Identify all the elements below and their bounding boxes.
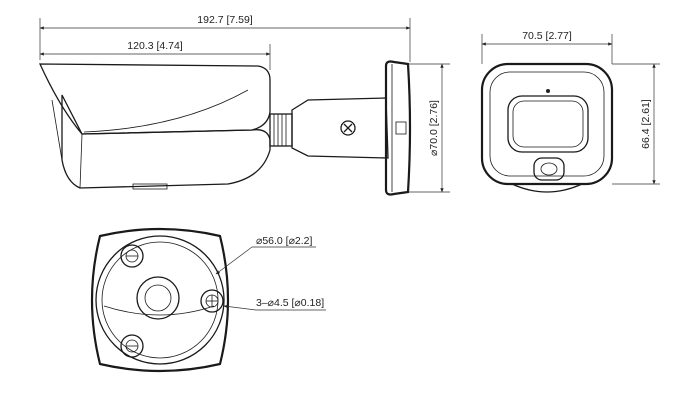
front-view: 70.5 [2.77] 66.4 [2.61] (480, 30, 660, 193)
screw-holes-label: 3–⌀4.5 [⌀0.18] (256, 297, 324, 309)
housing-length-label: 120.3 [4.74] (127, 40, 183, 52)
base-diameter-label: ⌀56.0 [⌀2.2] (256, 235, 313, 247)
screw-hole-top (120, 244, 144, 268)
screw-hole-bottom (120, 334, 144, 358)
overall-length-label: 192.7 [7.59] (197, 14, 253, 26)
front-height-label: 66.4 [2.61] (640, 99, 652, 149)
side-view: 192.7 [7.59] 120.3 [4.74] (38, 14, 450, 196)
mount-base-view: ⌀56.0 [⌀2.2] 3–⌀4.5 [⌀0.18] (90, 227, 326, 373)
screw-hole-right (200, 289, 224, 313)
front-width-label: 70.5 [2.77] (522, 30, 572, 42)
mount-diameter-label: ⌀70.0 [2.76] (428, 100, 440, 156)
